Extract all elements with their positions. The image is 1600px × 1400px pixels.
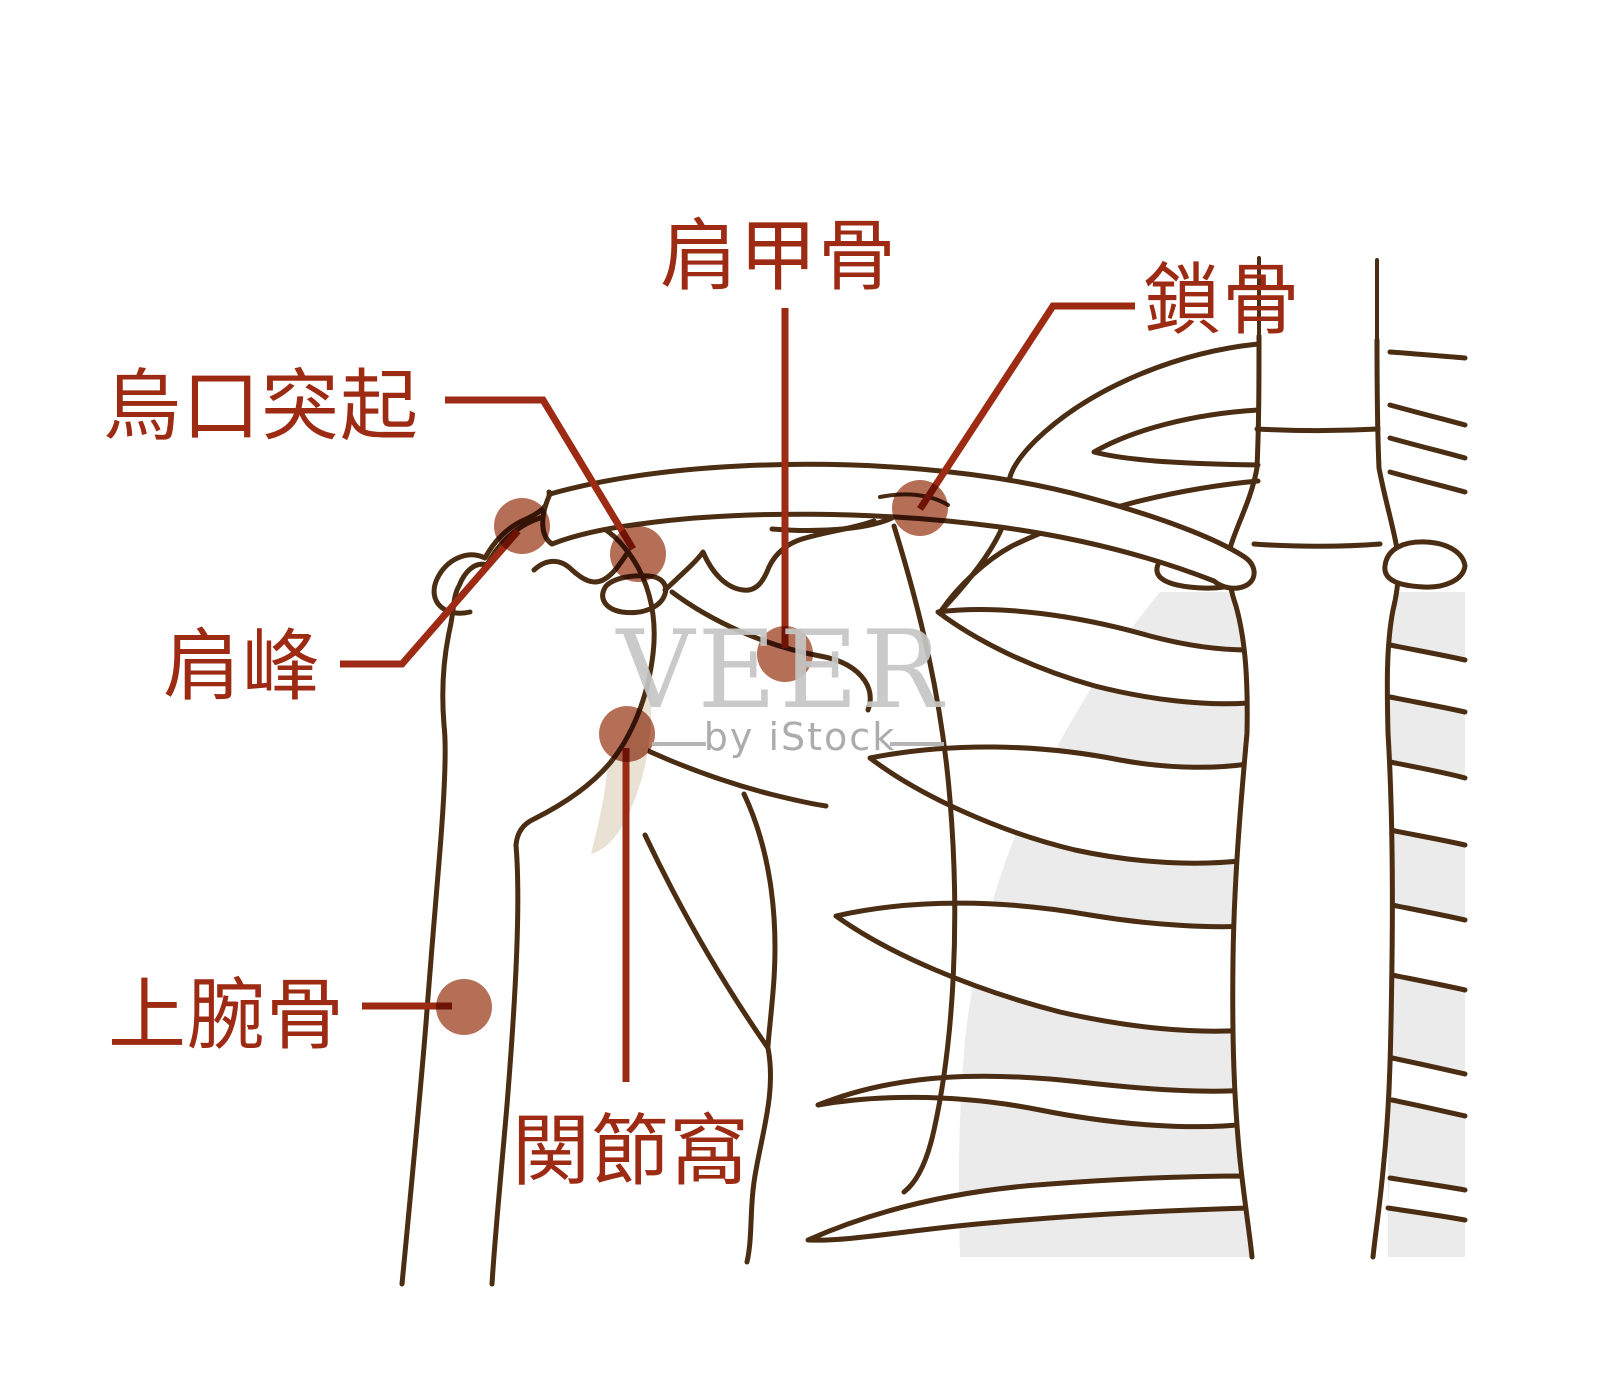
glenoid-dot bbox=[599, 706, 655, 762]
rib-line bbox=[1387, 827, 1468, 848]
leader-acromion bbox=[340, 528, 521, 668]
clavicle-outline bbox=[540, 461, 1257, 591]
labels: 肩甲骨 鎖骨 烏口突起 肩峰 上腕骨 関節窩 bbox=[103, 212, 1301, 1197]
rib-line bbox=[1387, 642, 1468, 663]
leader-lines bbox=[340, 302, 1135, 1082]
coracoid-dot bbox=[610, 526, 666, 582]
sternum-right-edge bbox=[1370, 337, 1401, 1260]
rib-line bbox=[1387, 349, 1468, 361]
leader-clavicle bbox=[917, 302, 1135, 511]
scapula-lateral-border-inner bbox=[741, 791, 778, 1049]
rib-band-fill bbox=[1392, 905, 1465, 990]
rib-band-fill bbox=[1390, 762, 1465, 845]
sternum-left-edge bbox=[1226, 333, 1262, 1260]
ribs-right bbox=[1385, 349, 1468, 1223]
watermark-brand-text: VEER bbox=[615, 608, 946, 733]
rib-line bbox=[1385, 1205, 1468, 1223]
label-humerus: 上腕骨 bbox=[108, 971, 345, 1061]
humerus-dot bbox=[436, 979, 492, 1035]
rib-line bbox=[1387, 402, 1468, 428]
humerus-shaft-left bbox=[399, 722, 448, 1287]
label-coracoid-process: 烏口突起 bbox=[103, 362, 419, 452]
rib-line bbox=[1389, 1097, 1468, 1119]
ribs-left bbox=[805, 607, 1251, 1243]
rib-line bbox=[1387, 469, 1468, 495]
marker-dots bbox=[436, 480, 948, 1035]
label-glenoid-cavity: 関節窩 bbox=[512, 1107, 749, 1197]
watermark-byline-text: by iStock bbox=[704, 715, 896, 759]
first-rib-wedge bbox=[1091, 407, 1261, 468]
acromion-dot bbox=[494, 498, 550, 554]
watermark: VEER by iStock bbox=[615, 608, 946, 759]
label-scapula: 肩甲骨 bbox=[660, 212, 897, 302]
first-rib-outer bbox=[937, 341, 1261, 615]
rib-band-fill bbox=[1390, 645, 1465, 712]
manubrium-division bbox=[1254, 426, 1381, 433]
label-acromion: 肩峰 bbox=[163, 622, 321, 712]
scapula-upper-border-wavy bbox=[662, 518, 877, 593]
scapula-dot bbox=[757, 626, 813, 682]
rib-line bbox=[1387, 694, 1468, 715]
rib-line bbox=[1389, 972, 1468, 993]
rib-line bbox=[1387, 435, 1468, 461]
humerus-shaft-right bbox=[489, 842, 521, 1287]
rib-line bbox=[1387, 759, 1468, 781]
leader-coracoid bbox=[445, 396, 636, 551]
scapula-lateral-border bbox=[642, 832, 773, 1265]
rib-line bbox=[1389, 902, 1468, 923]
scapula-medial-border bbox=[891, 523, 958, 1195]
sternum-body-division bbox=[1251, 541, 1383, 549]
rib-line bbox=[1389, 1055, 1468, 1077]
rib-line bbox=[1387, 1175, 1468, 1193]
sternum-fill bbox=[1228, 336, 1399, 1257]
costal-cartilage-right bbox=[1382, 539, 1468, 590]
clavicle-dot bbox=[892, 480, 948, 536]
scapula-fossa-line bbox=[669, 589, 873, 713]
label-clavicle: 鎖骨 bbox=[1143, 256, 1301, 346]
